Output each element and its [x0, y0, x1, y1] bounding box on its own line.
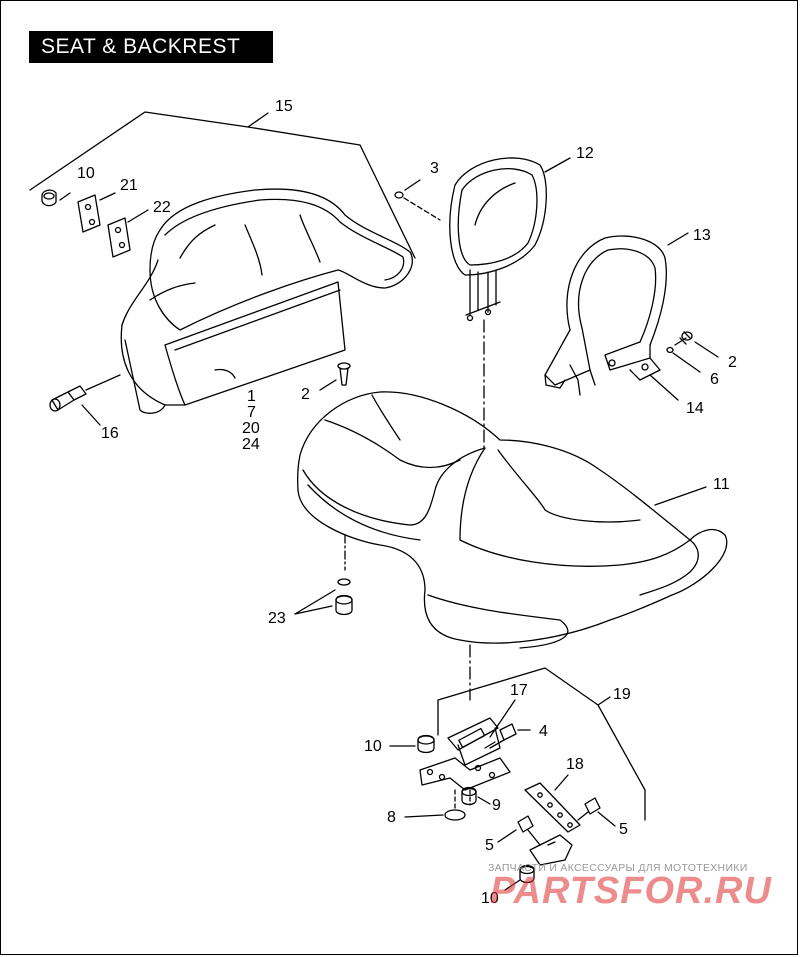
mount-plates: [41, 189, 149, 258]
callout-2-right: 2: [728, 354, 737, 371]
stud-16: [49, 374, 121, 426]
callout-15: 15: [275, 98, 293, 115]
plate-18: [524, 774, 581, 833]
callout-13: 13: [693, 227, 711, 244]
callout-18: 18: [566, 756, 584, 773]
callout-2-left: 2: [301, 386, 310, 403]
callout-22: 22: [153, 199, 171, 216]
nut-10-middle: [389, 734, 435, 754]
callout-12: 12: [576, 145, 594, 162]
callout-8: 8: [387, 809, 396, 826]
sissy-bar-pad: [449, 157, 571, 451]
callout-7: 7: [247, 404, 256, 421]
callout-23: 23: [268, 610, 286, 627]
callout-9: 9: [492, 797, 501, 814]
callout-17: 17: [510, 682, 528, 699]
diagram-title: SEAT & BACKREST: [29, 31, 273, 63]
watermark-tagline: ЗАПЧАСТИ И АКСЕССУАРЫ ДЛЯ МОТОТЕХНИКИ: [488, 862, 748, 874]
callout-20: 20: [242, 420, 260, 437]
washer-3: [394, 179, 441, 221]
callout-11: 11: [713, 476, 730, 493]
sissy-bar-upright: [544, 232, 719, 401]
bolt-4: [484, 723, 531, 749]
callout-24: 24: [242, 436, 260, 453]
front-bracket-17: [419, 699, 516, 811]
callout-6: 6: [710, 371, 719, 388]
clip-bracket: [504, 834, 573, 891]
nut-9: [461, 786, 491, 806]
callout-4: 4: [539, 723, 548, 740]
nut-washer-23: [294, 578, 353, 616]
bolt-5-left: [497, 815, 541, 846]
callout-10-top: 10: [77, 165, 95, 182]
backrest-pad: [120, 188, 413, 414]
callout-5-left: 5: [485, 837, 494, 854]
callout-1: 1: [247, 388, 256, 405]
pad-8: [404, 809, 466, 821]
callout-16: 16: [101, 425, 119, 442]
callout-3: 3: [430, 160, 439, 177]
watermark-logo: PARTSFOR.RU: [490, 870, 772, 912]
bolt-5-right: [577, 797, 616, 827]
screw-2-upper: [319, 362, 351, 391]
group-19-bracket: [437, 667, 646, 821]
main-seat: [296, 391, 728, 701]
callout-21: 21: [120, 177, 138, 194]
callout-19: 19: [613, 686, 631, 703]
group-15-bracket: [29, 111, 416, 259]
callout-10-bottom: 10: [481, 890, 499, 907]
callout-14: 14: [686, 400, 704, 417]
callout-5-right: 5: [619, 821, 628, 838]
callout-10-middle: 10: [364, 738, 382, 755]
